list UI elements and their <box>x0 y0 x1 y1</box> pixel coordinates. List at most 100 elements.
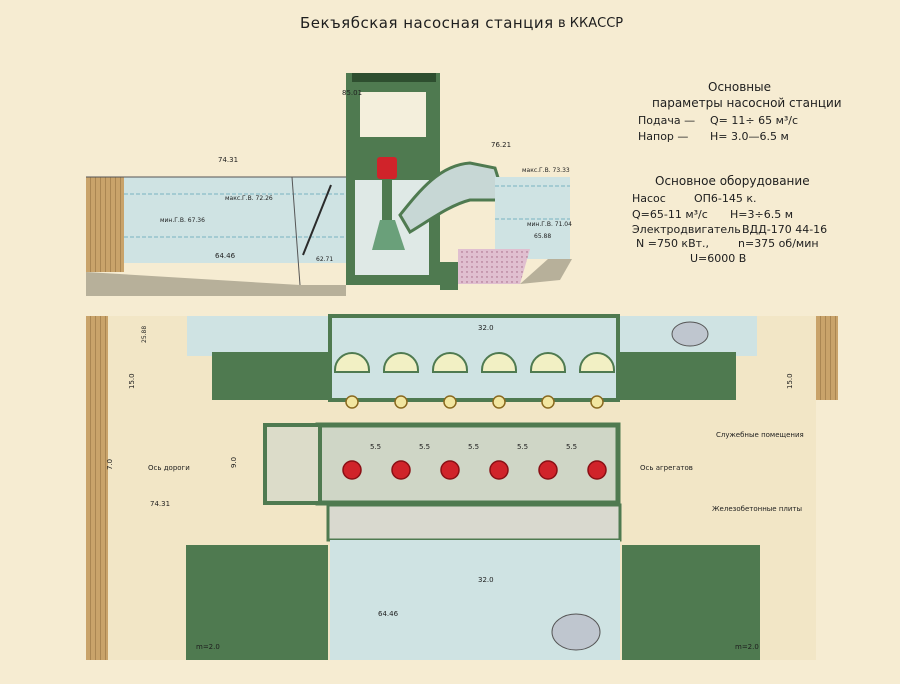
region-label: в ККАССР <box>558 16 624 31</box>
motor-power: N =750 кВт., <box>636 237 710 250</box>
forebay <box>328 314 620 402</box>
downstream-water <box>495 177 570 259</box>
head-label: Напор — <box>638 130 689 143</box>
suction-bay <box>432 352 468 373</box>
service-block-bottom-left <box>186 545 328 660</box>
unit-spacing: 5.5 <box>419 443 430 451</box>
plan-manhole-bottom <box>551 613 601 651</box>
el-top: 85.01 <box>342 89 362 97</box>
motor-voltage: U=6000 В <box>690 252 747 265</box>
suction-bay <box>383 352 419 373</box>
pump-unit <box>342 460 362 480</box>
valve <box>345 395 359 409</box>
machine-hall <box>315 422 621 506</box>
head-value: H= 3.0—6.5 м <box>710 130 789 143</box>
left-hatch-bank <box>86 316 108 660</box>
side-left-dim: 15.0 <box>128 373 136 389</box>
pump-value: ОП6-145 к. <box>694 192 757 205</box>
unit-spacing: 5.5 <box>517 443 528 451</box>
service-block-bottom-right <box>622 545 760 660</box>
supply-label: Подача — <box>638 114 696 127</box>
section-cut-line <box>291 176 301 286</box>
pump-unit <box>440 460 460 480</box>
left-soil-bank <box>86 177 124 272</box>
outlet-wall <box>440 262 458 290</box>
max-right-label: макс.Г.В. 73.33 <box>522 167 570 174</box>
bottom-width: 32.0 <box>478 576 494 584</box>
concrete-slabs-label: Железобетонные плиты <box>712 505 802 513</box>
suction-bay <box>579 352 615 373</box>
upstream-water <box>124 177 346 263</box>
bottom-left-label: 64.46 <box>215 252 236 260</box>
right-bank <box>520 259 572 284</box>
el-left: 74.31 <box>218 156 238 164</box>
road-axis-label: Ось дороги <box>148 464 190 472</box>
left-dim: 7.0 <box>106 459 114 470</box>
outlet-channel <box>330 540 620 570</box>
equipment-heading: Основное оборудование <box>655 174 810 188</box>
side-right-dim: 15.0 <box>786 373 794 389</box>
slope-right: m=2.0 <box>735 643 759 651</box>
params-heading-1: Основные <box>708 80 772 94</box>
corner-dim: 25.88 <box>141 326 148 343</box>
cross-section: 85.01 74.31 76.21 макс.Г.В. 72.26 мин.Г.… <box>86 73 572 296</box>
flow-range: Q=65-11 м³/с <box>632 208 708 221</box>
slope-left: m=2.0 <box>196 643 220 651</box>
valve <box>492 395 506 409</box>
el-plan-bottom: 64.46 <box>378 610 399 618</box>
suction-pipe-support <box>302 184 332 256</box>
bottom-mid-label: 62.71 <box>316 256 333 263</box>
valve <box>394 395 408 409</box>
el-plan-left: 74.31 <box>150 500 170 508</box>
valve <box>590 395 604 409</box>
suction-bays <box>334 352 615 373</box>
plan-manhole-top <box>671 321 709 347</box>
pump-shaft <box>382 180 392 220</box>
pump-body <box>372 220 405 250</box>
suction-bay <box>530 352 566 373</box>
el-right: 76.21 <box>491 141 511 149</box>
crane-hall <box>360 92 426 137</box>
pump-label: Насос <box>632 192 666 205</box>
motor-value: ВДД-170 44-16 <box>742 223 828 236</box>
pump-units: 5.5 5.5 5.5 5.5 5.5 <box>342 443 607 480</box>
suction-bay <box>481 352 517 373</box>
right-hatch-bank <box>816 316 838 400</box>
pump-unit <box>587 460 607 480</box>
drawing-title: Бекъябская насосная станция <box>300 14 554 32</box>
max-left-label: макс.Г.В. 72.26 <box>225 195 273 202</box>
valve <box>541 395 555 409</box>
supply-value: Q= 11÷ 65 м³/с <box>710 114 799 127</box>
suction-bay <box>334 352 370 373</box>
unit-spacing: 5.5 <box>566 443 577 451</box>
valves-row <box>345 395 604 409</box>
service-rooms-label: Служебные помещения <box>716 431 804 439</box>
discharge-basin-fill <box>458 249 530 284</box>
service-block-top-right <box>618 352 736 400</box>
top-width: 32.0 <box>478 324 494 332</box>
pump-unit <box>538 460 558 480</box>
motor-red <box>377 157 397 179</box>
hall-dim: 9.0 <box>230 457 238 468</box>
min-left-label: мин.Г.В. 67.36 <box>160 217 205 224</box>
roof <box>352 73 436 82</box>
unit-axis-label: Ось агрегатов <box>640 464 693 472</box>
head-range: H=3÷6.5 м <box>730 208 793 221</box>
valve <box>443 395 457 409</box>
pump-unit <box>391 460 411 480</box>
assembly-bay <box>263 423 322 505</box>
bottom-right-label: 65.88 <box>534 233 551 240</box>
motor-rpm: n=375 об/мин <box>738 237 819 250</box>
service-block-top-left <box>212 352 330 400</box>
motor-label: Электродвигатель <box>632 223 741 236</box>
unit-spacing: 5.5 <box>468 443 479 451</box>
outlet-gates <box>326 503 622 542</box>
unit-spacing: 5.5 <box>370 443 381 451</box>
plan-view: 5.5 5.5 5.5 5.5 5.5 32.0 32.0 Ось дороги Ось… <box>86 314 838 660</box>
pump-unit <box>489 460 509 480</box>
params-heading-2: параметры насосной станции <box>652 96 842 110</box>
canal-bed <box>86 272 346 296</box>
min-right-label: мин.Г.В. 71.04 <box>527 221 572 228</box>
